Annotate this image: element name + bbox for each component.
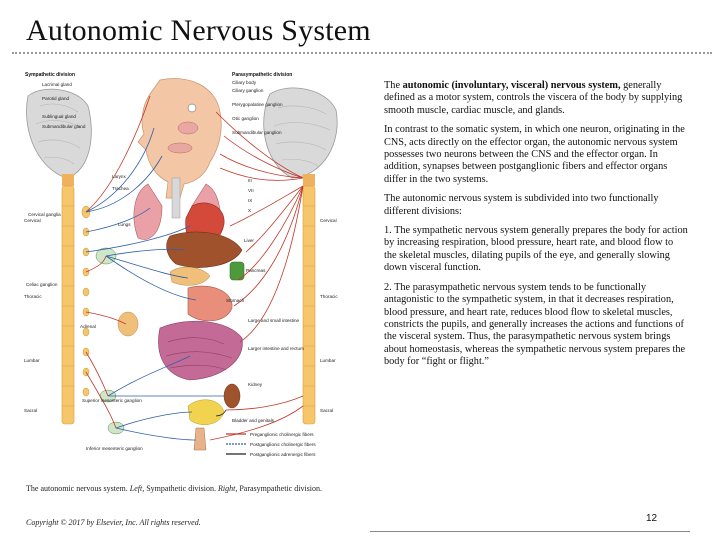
bladder: [187, 399, 225, 425]
eye-icon: [187, 103, 197, 113]
fiber-legend: Preganglionic cholinergic fibersPostgang…: [226, 432, 316, 457]
parasympathetic-head-label-4: Submandibular ganglion: [232, 130, 282, 135]
organ-label-3: Large and small intestine: [248, 318, 300, 323]
left-region-label-0: Cervical: [24, 218, 41, 223]
ans-diagram: Sympathetic division Parasympathetic div…: [20, 66, 370, 474]
sympathetic-heading: Sympathetic division: [25, 72, 75, 78]
kidney: [223, 383, 241, 409]
paragraph-contrast: In contrast to the somatic system, in wh…: [384, 124, 685, 185]
right-region-label-3: Sacral: [320, 408, 333, 413]
organ-label-0: Liver: [244, 238, 254, 243]
sympathetic-label-6: Lungs: [118, 222, 131, 227]
slide-title: Autonomic Nervous System: [26, 14, 371, 47]
cranial-nerve-ix: IX: [248, 198, 252, 203]
title-divider: [12, 52, 712, 55]
parasympathetic-heading: Parasympathetic division: [232, 72, 292, 78]
paragraph-sympathetic: 1. The sympathetic nervous system genera…: [384, 225, 688, 274]
left-brainstem: [62, 174, 74, 186]
parasympathetic-head-label-2: Pterygopalatine ganglion: [232, 102, 283, 107]
paragraph-parasympathetic: 2. The parasympathetic nervous system te…: [384, 281, 686, 368]
sympathetic-label-11: Inferior mesenteric ganglion: [86, 446, 143, 451]
sympathetic-chain: [81, 205, 91, 397]
parasympathetic-fibers: [209, 111, 304, 441]
left-region-label-3: Sacral: [24, 408, 37, 413]
parasympathetic-head-label-1: Ciliary ganglion: [232, 88, 264, 93]
right-brain: [263, 87, 338, 179]
parasympathetic-head-label-0: Ciliary body: [232, 80, 257, 85]
right-region-label-2: Lumbar: [320, 358, 336, 363]
right-spinal-cord: [302, 185, 316, 425]
sympathetic-label-5: Trachea: [112, 186, 129, 191]
footer-divider: [370, 531, 690, 532]
legend-label-1: Postganglionic cholinergic fibers: [250, 442, 316, 447]
sympathetic-label-3: Submandibular gland: [42, 124, 86, 129]
organ-label-4: Larger intestine and rectum: [248, 346, 304, 351]
copyright: Copyright © 2017 by Elsevier, Inc. All r…: [26, 518, 201, 527]
sympathetic-label-7: Cervical ganglia: [28, 212, 61, 217]
paragraph-intro: The autonomic (involuntary, visceral) ne…: [384, 80, 683, 116]
sympathetic-fibers: [85, 95, 224, 441]
gallbladder: [229, 261, 245, 281]
right-region-label-1: Thoracic: [320, 294, 338, 299]
organ-label-2: Stomach: [226, 298, 245, 303]
trachea: [171, 177, 181, 219]
left-brain: [26, 88, 92, 179]
sympathetic-label-9: Adrenal: [80, 324, 96, 329]
paragraph-divisions: The autonomic nervous system is subdivid…: [384, 193, 659, 217]
sympathetic-label-1: Parotid gland: [42, 96, 70, 101]
intestines: [158, 320, 243, 381]
liver: [166, 231, 243, 268]
left-region-label-2: Lumbar: [24, 358, 40, 363]
adrenal: [117, 311, 139, 337]
sympathetic-label-2: Sublingual gland: [42, 114, 76, 119]
organ-label-6: Bladder and genitals: [232, 418, 275, 423]
right-brainstem: [303, 174, 315, 186]
body-text: The autonomic (involuntary, visceral) ne…: [384, 80, 688, 376]
sympathetic-label-4: Larynx: [112, 174, 126, 179]
genitals: [193, 427, 207, 451]
cranial-nerve-labels: III VII IX X: [248, 178, 254, 213]
sympathetic-label-10: Superior mesenteric ganglion: [82, 398, 142, 403]
pancreas: [169, 266, 211, 286]
organ-label-1: Pancreas: [246, 268, 266, 273]
vertebra-marks: [62, 205, 315, 407]
legend-label-2: Postganglionic adrenergic fibers: [250, 452, 316, 457]
page-number: 12: [646, 513, 658, 524]
legend-label-0: Preganglionic cholinergic fibers: [250, 432, 314, 437]
head-silhouette: [137, 78, 222, 199]
stomach: [187, 285, 233, 322]
cranial-nerve-iii: III: [248, 178, 252, 183]
parasympathetic-head-label-3: Otic ganglion: [232, 116, 259, 121]
figure-caption: The autonomic nervous system. Left, Symp…: [26, 484, 322, 493]
ans-diagram-svg: Sympathetic division Parasympathetic div…: [24, 72, 338, 457]
left-region-label-1: Thoracic: [24, 294, 42, 299]
cranial-nerve-x: X: [248, 208, 251, 213]
sympathetic-label-8: Celiac ganglion: [26, 282, 58, 287]
ans-term: autonomic (involuntary, visceral) nervou…: [402, 80, 621, 91]
organs: [95, 177, 245, 451]
sympathetic-label-0: Lacrimal gland: [42, 82, 72, 87]
left-lung: [133, 183, 163, 240]
right-region-label-0: Cervical: [320, 218, 337, 223]
left-spinal-cord: [61, 185, 75, 425]
cranial-nerve-vii: VII: [248, 188, 254, 193]
organ-label-5: Kidney: [248, 382, 263, 387]
